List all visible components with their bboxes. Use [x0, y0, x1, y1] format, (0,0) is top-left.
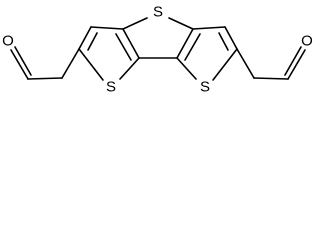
bond-left-cho-to-ring [61, 48, 80, 79]
bond-right-ring-c3a-c3 [192, 26, 226, 30]
sulfur-atom-left-ring: S [106, 79, 116, 96]
bond-right-ring-c3a-c8a-inner [184, 33, 201, 61]
bond-left-ring-c3a-c8a-inner [115, 33, 132, 61]
bond-right-cho-to-ring [236, 48, 255, 79]
bond-right-cho-carbon [253, 77, 289, 80]
oxygen-atom-left: O [2, 33, 14, 50]
bond-o-left-double-b [14, 46, 32, 76]
bond-center-s-to-right [168, 17, 194, 30]
bond-left-ring-s-c2 [78, 48, 104, 81]
bond-left-ring-c2-c3 [78, 26, 92, 50]
atom-labels: O S S S O [2, 4, 313, 96]
chemical-structure-diagram: O S S S O [2, 4, 313, 96]
bond-right-ring-c8a-s [176, 57, 197, 80]
bond-right-ring-c3-c2 [224, 26, 238, 50]
bond-right-ring-c3a-c8a [176, 28, 194, 59]
bond-left-ring-c3-c3a [90, 26, 124, 30]
bond-right-ring-c3-c2-inner [218, 32, 229, 51]
bond-left-ring-c2-c3-inner [87, 32, 98, 51]
bond-left-cho-carbon [27, 77, 63, 80]
bond-left-ring-c8a-s [119, 57, 140, 80]
oxygen-atom-right: O [301, 33, 313, 50]
sulfur-atom-right-ring: S [200, 79, 210, 96]
bond-o-left-double-a [10, 49, 29, 80]
bond-center-left-to-s [122, 17, 148, 30]
bond-o-right-double-a [287, 49, 306, 80]
bond-o-right-double-b [284, 46, 302, 76]
sulfur-atom-top: S [153, 4, 163, 21]
bond-right-ring-c2-s [212, 48, 238, 81]
bond-left-ring-c3a-c8a [122, 28, 140, 59]
bond-lines [10, 17, 306, 81]
